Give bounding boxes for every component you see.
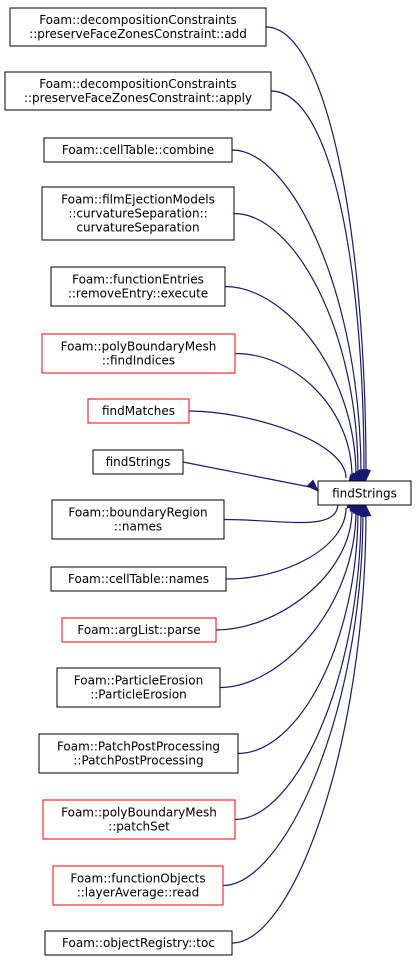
caller-node-label: Foam::polyBoundaryMesh [61,340,217,354]
caller-node-label: ::names [114,520,162,534]
caller-node-box [56,667,221,708]
caller-node-label: ::preserveFaceZonesConstraint::add [29,27,247,41]
caller-node-box [41,333,236,374]
call-edge [225,507,347,580]
call-edge [219,509,357,689]
caller-node-label: Foam::cellTable::names [68,572,209,586]
caller-node-label: Foam::cellTable::combine [62,143,214,157]
caller-node-box [87,398,190,424]
caller-node-label: ::findIndices [102,354,175,368]
caller-node[interactable]: Foam::filmEjectionModels::curvatureSepar… [41,186,235,241]
caller-node-label: Foam::polyBoundaryMesh [61,806,217,820]
call-edge [231,149,362,475]
call-edge [234,352,353,478]
caller-node[interactable]: Foam::boundaryRegion::names [51,499,225,540]
caller-node-box [50,266,226,307]
caller-node-box [92,449,184,475]
caller-node-label: Foam::objectRegistry::toc [62,936,215,950]
call-edge [188,410,347,479]
caller-node-label: ::curvatureSeparation:: [68,207,207,221]
caller-node-box [42,799,236,840]
caller-node[interactable]: Foam::decompositionConstraints::preserve… [9,7,267,47]
call-edge [224,285,357,477]
call-edge-arrowhead [306,479,320,493]
caller-node-box [51,499,225,540]
call-edge [270,90,365,475]
caller-node[interactable]: Foam::polyBoundaryMesh::patchSet [42,799,236,840]
call-edges [182,26,372,944]
caller-node-label: ::layerAverage::read [77,886,200,900]
call-edge [182,461,316,489]
caller-node-box [38,733,239,774]
caller-node-label: findMatches [102,404,175,418]
caller-node-label: Foam::boundaryRegion [68,506,207,520]
caller-node[interactable]: findStrings [92,449,184,475]
caller-node[interactable]: Foam::cellTable::names [50,566,227,592]
caller-node[interactable]: Foam::ParticleErosion::ParticleErosion [56,667,221,708]
caller-node-label: Foam::functionObjects [70,872,205,886]
caller-node-label: findStrings [106,455,171,469]
caller-node-box [61,617,217,643]
caller-nodes: Foam::decompositionConstraints::preserve… [4,7,272,956]
caller-node-label: ::ParticleErosion [90,688,187,702]
call-edge-arrowhead [361,503,372,517]
caller-node-label: Foam::decompositionConstraints [39,13,237,27]
caller-node-label: ::removeEntry::execute [68,287,208,301]
caller-node-label: Foam::ParticleErosion [74,674,203,688]
call-edge [233,212,359,475]
call-edge [222,509,364,887]
caller-node[interactable]: Foam::polyBoundaryMesh::findIndices [41,333,236,374]
caller-node-label: ::preserveFaceZonesConstraint::apply [24,91,252,105]
target-node-label: findStrings [332,487,397,501]
caller-node-label: ::patchSet [108,820,170,834]
caller-node-label: Foam::argList::parse [77,623,200,637]
call-edge [265,26,367,475]
caller-node-box [4,71,272,111]
caller-node-box [50,566,227,592]
caller-node-label: Foam::functionEntries [72,273,204,287]
caller-node[interactable]: Foam::functionObjects::layerAverage::rea… [52,865,224,906]
caller-node[interactable]: Foam::decompositionConstraints::preserve… [4,71,272,111]
caller-node-box [43,137,233,163]
call-edge [223,502,339,524]
call-edge [234,509,362,821]
caller-node-label: Foam::decompositionConstraints [39,77,237,91]
caller-node[interactable]: Foam::functionEntries::removeEntry::exec… [50,266,226,307]
caller-node-box [52,865,224,906]
caller-node[interactable]: Foam::argList::parse [61,617,217,643]
caller-node[interactable]: Foam::objectRegistry::toc [44,930,233,956]
call-edge [215,509,353,631]
caller-node[interactable]: Foam::PatchPostProcessing::PatchPostProc… [38,733,239,774]
target-node-box [317,480,412,506]
caller-node-box [41,186,235,241]
call-edge [237,509,359,755]
caller-node[interactable]: findMatches [87,398,190,424]
caller-node-box [44,930,233,956]
call-edge [231,509,367,944]
caller-node-label: curvatureSeparation [76,221,199,235]
caller-node[interactable]: Foam::cellTable::combine [43,137,233,163]
target-node-findStrings[interactable]: findStrings [317,480,412,506]
caller-node-label: ::PatchPostProcessing [73,754,203,768]
caller-node-label: Foam::filmEjectionModels [61,193,215,207]
caller-node-label: Foam::PatchPostProcessing [57,740,220,754]
caller-node-box [9,7,267,47]
